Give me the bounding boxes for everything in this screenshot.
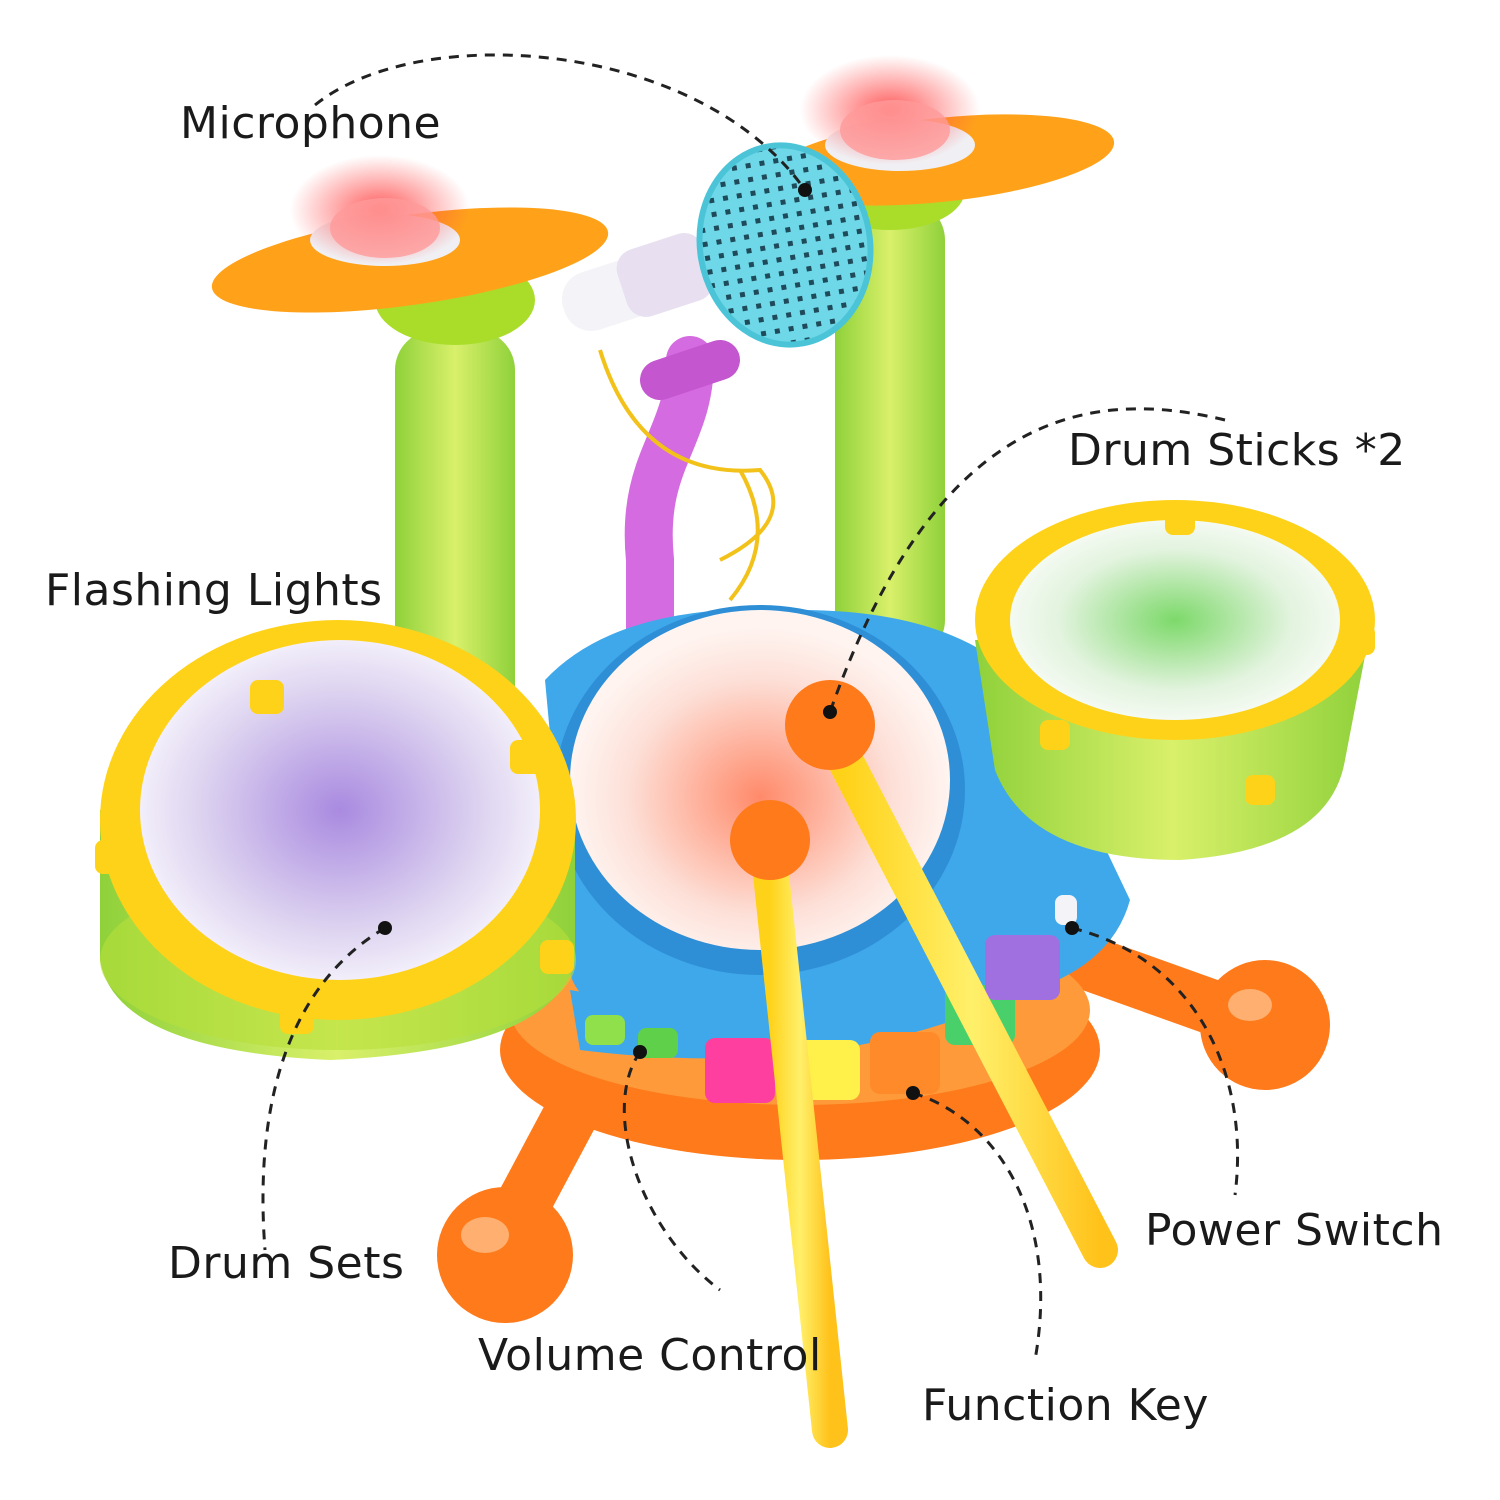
base-legs xyxy=(437,932,1330,1323)
label-flashing-lights: Flashing Lights xyxy=(45,565,383,616)
label-drum-sticks: Drum Sticks *2 xyxy=(1068,425,1406,476)
left-cymbal-stand xyxy=(211,155,609,745)
leader-dots xyxy=(378,183,1079,1100)
label-microphone: Microphone xyxy=(180,98,442,149)
label-drum-sets: Drum Sets xyxy=(168,1238,405,1289)
leader-microphone xyxy=(314,53,807,191)
left-drum xyxy=(95,620,576,1060)
leader-lines xyxy=(261,53,1240,1361)
label-power-switch: Power Switch xyxy=(1145,1205,1444,1256)
drum-sticks xyxy=(730,680,1118,1448)
right-drum xyxy=(975,500,1375,860)
microphone-assembly xyxy=(561,142,874,664)
right-cymbal-stand xyxy=(765,55,1115,660)
leader-drum-sets xyxy=(261,926,386,1251)
label-volume-control: Volume Control xyxy=(478,1330,822,1381)
leader-drum-sticks xyxy=(828,407,1226,713)
label-function-key: Function Key xyxy=(922,1380,1209,1431)
